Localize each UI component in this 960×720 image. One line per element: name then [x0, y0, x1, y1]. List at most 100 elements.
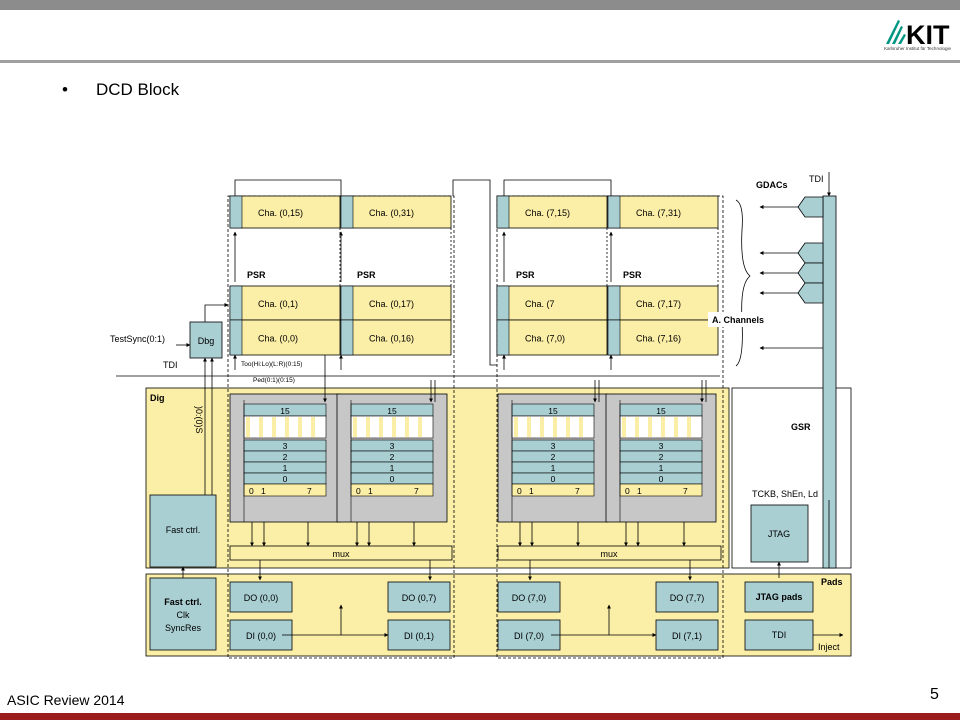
channel-tile-strip — [496, 285, 510, 321]
channel-tile-strip — [340, 319, 354, 356]
dbg-block — [189, 321, 223, 359]
mux-right — [497, 545, 722, 561]
pad-block — [229, 581, 293, 613]
psr-label-4: PSR — [623, 270, 642, 280]
dig-label: Dig — [150, 393, 165, 403]
register-index-label: 7 — [683, 486, 688, 496]
register-row-label: 3 — [551, 441, 556, 451]
gsr-bus — [822, 195, 837, 569]
bullet-text: DCD Block — [96, 80, 180, 99]
register-index-label: 1 — [637, 486, 642, 496]
channel-tile-strip — [607, 319, 621, 356]
register-index-row — [511, 483, 595, 497]
logo-subtitle: Karlsruher Institut für Technologie — [884, 46, 951, 51]
mux-left — [229, 545, 453, 561]
register-row-label: 3 — [659, 441, 664, 451]
channel-label: Cha. (0,31) — [369, 208, 414, 218]
tckb-label: TCKB, ShEn, Ld — [752, 489, 818, 499]
register-row-label: 0 — [551, 474, 556, 484]
channel-tile — [340, 195, 452, 229]
channel-label: Cha. (7,15) — [525, 208, 570, 218]
channel-tile-strip — [496, 195, 510, 229]
channel-label: Cha. (7,31) — [636, 208, 681, 218]
jtag-pads-block — [744, 581, 814, 613]
pad-tdi-label: TDI — [772, 630, 787, 640]
register-index-label: 0 — [356, 486, 361, 496]
bullet-dot: • — [62, 80, 68, 99]
register-index-label: 0 — [249, 486, 254, 496]
register-index-label: 7 — [575, 486, 580, 496]
pad-block — [229, 619, 293, 651]
channel-tile — [229, 285, 341, 321]
channel-tile — [607, 285, 719, 321]
channel-tile — [496, 319, 608, 356]
jtag-block — [750, 504, 809, 563]
register-row-label: 1 — [283, 463, 288, 473]
top-bar — [0, 0, 960, 10]
register-row-label: 3 — [390, 441, 395, 451]
pad-label: DI (7,0) — [514, 631, 544, 641]
bottom-bar — [0, 713, 960, 720]
channel-label: Cha. (0,15) — [258, 208, 303, 218]
gdac-block — [797, 196, 824, 218]
channel-label: Cha. (7 — [525, 299, 555, 309]
pad-fast-ctrl-label: Fast ctrl. — [164, 597, 202, 607]
register-row-label: 2 — [551, 452, 556, 462]
channel-tile-strip — [340, 195, 354, 229]
page-number: 5 — [930, 686, 939, 703]
gdac-block — [797, 262, 824, 284]
pad-clk-label: Clk — [177, 610, 190, 620]
fast-ctrl-block — [149, 494, 217, 568]
mux-right-label: mux — [600, 549, 618, 559]
gdac-block — [797, 282, 824, 304]
channel-tile — [229, 319, 341, 356]
register-index-label: 1 — [529, 486, 534, 496]
gsr-label: GSR — [791, 422, 811, 432]
channel-label: Cha. (0,0) — [258, 334, 298, 344]
pad-block — [497, 619, 561, 651]
kit-logo: KIT — [886, 20, 950, 50]
pads-label: Pads — [821, 577, 843, 587]
channel-tile — [229, 195, 341, 229]
psr-label-2: PSR — [357, 270, 376, 280]
footer-text: ASIC Review 2014 — [7, 692, 125, 708]
pad-block — [387, 619, 451, 651]
pad-label: DO (0,0) — [244, 593, 279, 603]
gdac-block — [797, 242, 824, 264]
psr-label-1: PSR — [247, 270, 266, 280]
header-divider — [0, 60, 960, 63]
register-row-label: 3 — [283, 441, 288, 451]
register-label-15: 15 — [387, 406, 397, 416]
logo-text: KIT — [906, 20, 950, 50]
ped-signal-label: Ped(0:1)(0:15) — [253, 377, 295, 384]
channel-tile-strip — [229, 319, 243, 356]
channel-tile-strip — [229, 195, 243, 229]
pad-block — [655, 581, 719, 613]
register-index-row — [243, 483, 327, 497]
channel-label: Cha. (0,1) — [258, 299, 298, 309]
register-label-15: 15 — [656, 406, 666, 416]
register-row-label: 1 — [390, 463, 395, 473]
register-row-label: 1 — [659, 463, 664, 473]
channel-tile — [607, 319, 719, 356]
register-label-15: 15 — [548, 406, 558, 416]
register-index-label: 7 — [307, 486, 312, 496]
channel-tile-strip — [607, 195, 621, 229]
pad-label: DO (7,7) — [670, 593, 705, 603]
channel-tile — [496, 285, 608, 321]
register-row-label: 2 — [390, 452, 395, 462]
fast-ctrl-label: Fast ctrl. — [166, 525, 201, 535]
pad-block — [387, 581, 451, 613]
channel-label: Cha. (7,0) — [525, 334, 565, 344]
tdi-right-label: TDI — [809, 174, 824, 184]
gdacs-label: GDACs — [756, 180, 788, 190]
tdi-left-label: TDI — [163, 360, 178, 370]
vertical-signal-label: )0:(0)S — [194, 406, 204, 434]
register-index-label: 7 — [414, 486, 419, 496]
pad-block — [497, 581, 561, 613]
register-index-row — [350, 483, 434, 497]
channel-tile-strip — [607, 285, 621, 321]
register-row-label: 2 — [659, 452, 664, 462]
jtag-label: JTAG — [768, 529, 790, 539]
